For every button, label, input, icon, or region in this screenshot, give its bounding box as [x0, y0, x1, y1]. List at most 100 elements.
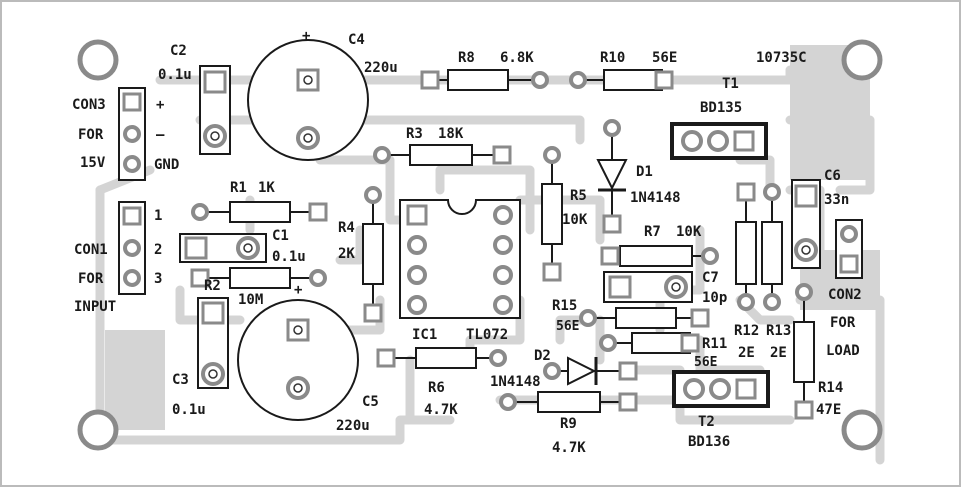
r10-ref-label: R10	[600, 50, 625, 66]
r5-value-label: 10K	[562, 212, 588, 228]
resistor-r8	[420, 69, 549, 91]
c1-ref-label: C1	[272, 228, 289, 244]
con1-pin1-label: 1	[154, 208, 162, 224]
ic1-value-label: TL072	[466, 327, 508, 343]
con3-gnd-label: GND	[154, 157, 179, 173]
resistor-r14	[793, 283, 815, 420]
con2-for-label: FOR	[830, 315, 856, 331]
r15-value-label: 56E	[556, 319, 579, 334]
r9-ref-label: R9	[560, 416, 577, 432]
d2-ref-label: D2	[534, 348, 551, 364]
r6-ref-label: R6	[428, 380, 445, 396]
mounting-hole-bottom-left	[77, 409, 119, 451]
resistor-r1	[191, 201, 328, 223]
c1-value-label: 0.1u	[272, 249, 306, 265]
resistor-r11	[599, 332, 700, 354]
r3-value-label: 18K	[438, 126, 464, 142]
transistor-t1	[670, 122, 768, 160]
r4-value-label: 2K	[338, 246, 355, 262]
r9-value-label: 4.7K	[552, 440, 586, 456]
t2-value-label: BD136	[688, 434, 730, 450]
c5-ref-label: C5	[362, 394, 379, 410]
r8-value-label: 6.8K	[500, 50, 534, 66]
c4-value-label: 220u	[364, 60, 398, 76]
diode-d2	[543, 356, 638, 386]
resistor-r12	[735, 182, 757, 311]
con1-input-label: INPUT	[74, 299, 116, 315]
c7-value-label: 10p	[702, 290, 727, 306]
r1-ref-label: R1	[230, 180, 247, 196]
con1-for-label: FOR	[78, 271, 104, 287]
resistor-r4	[362, 186, 384, 323]
c6-value-label: 33n	[824, 192, 849, 208]
r6-value-label: 4.7K	[424, 402, 458, 418]
capacitor-c4	[247, 39, 369, 161]
resistor-r6	[376, 347, 507, 369]
r8-ref-label: R8	[458, 50, 475, 66]
t1-ref-label: T1	[722, 76, 739, 92]
c2-value-label: 0.1u	[158, 67, 192, 83]
con3-minus-label: –	[156, 127, 165, 143]
con3-voltage-label: 15V	[80, 155, 106, 171]
transistor-t2	[672, 370, 770, 408]
d2-value-label: 1N4148	[490, 374, 541, 390]
r14-value-label: 47E	[816, 402, 841, 418]
r11-value-label: 56E	[694, 355, 717, 370]
d1-ref-label: D1	[636, 164, 653, 180]
connector-con3	[118, 87, 146, 181]
c6-ref-label: C6	[824, 168, 841, 184]
r7-ref-label: R7	[644, 224, 661, 240]
capacitor-c1	[179, 233, 267, 263]
con1-pin2-label: 2	[154, 242, 162, 258]
r14-ref-label: R14	[818, 380, 843, 396]
capacitor-c6	[791, 179, 821, 269]
c3-ref-label: C3	[172, 372, 189, 388]
r3-ref-label: R3	[406, 126, 423, 142]
con1-ref-label: CON1	[74, 242, 108, 258]
con3-ref-label: CON3	[72, 97, 106, 113]
t2-ref-label: T2	[698, 414, 715, 430]
resistor-r2	[190, 267, 327, 289]
mounting-hole-top-right	[841, 39, 883, 81]
capacitor-c2	[199, 65, 231, 155]
c5-value-label: 220u	[336, 418, 370, 434]
connector-con1	[118, 201, 146, 295]
r4-ref-label: R4	[338, 220, 355, 236]
t1-value-label: BD135	[700, 100, 742, 116]
r13-value-label: 2E	[770, 345, 787, 361]
ic1-dip8	[399, 199, 521, 319]
con3-plus-label: +	[156, 97, 164, 113]
con2-load-label: LOAD	[826, 343, 860, 359]
r1-value-label: 1K	[258, 180, 275, 196]
c4-plus-label: +	[302, 28, 310, 44]
r2-value-label: 10M	[238, 292, 263, 308]
mounting-hole-top-left	[77, 39, 119, 81]
diode-d1	[596, 119, 628, 234]
resistor-r15	[579, 307, 710, 329]
c4-ref-label: C4	[348, 32, 365, 48]
board-id-label: 10735C	[756, 50, 807, 66]
r5-ref-label: R5	[570, 188, 587, 204]
r7-value-label: 10K	[676, 224, 702, 240]
r12-value-label: 2E	[738, 345, 755, 361]
ic1-ref-label: IC1	[412, 327, 437, 343]
c7-ref-label: C7	[702, 270, 719, 286]
con1-pin3-label: 3	[154, 271, 162, 287]
d1-value-label: 1N4148	[630, 190, 681, 206]
r15-ref-label: R15	[552, 298, 577, 314]
r10-value-label: 56E	[652, 50, 677, 66]
c2-ref-label: C2	[170, 43, 187, 59]
capacitor-c3	[197, 297, 229, 389]
r13-ref-label: R13	[766, 323, 791, 339]
resistor-r7	[600, 245, 719, 267]
capacitor-c5	[237, 299, 359, 421]
r11-ref-label: R11	[702, 336, 727, 352]
con3-for-label: FOR	[78, 127, 104, 143]
capacitor-c7	[603, 271, 693, 303]
con2-ref-label: CON2	[828, 287, 862, 303]
resistor-r13	[761, 183, 783, 311]
copper-plane-bottom-left	[105, 330, 165, 430]
mounting-hole-bottom-right	[841, 409, 883, 451]
resistor-r9	[499, 391, 638, 413]
